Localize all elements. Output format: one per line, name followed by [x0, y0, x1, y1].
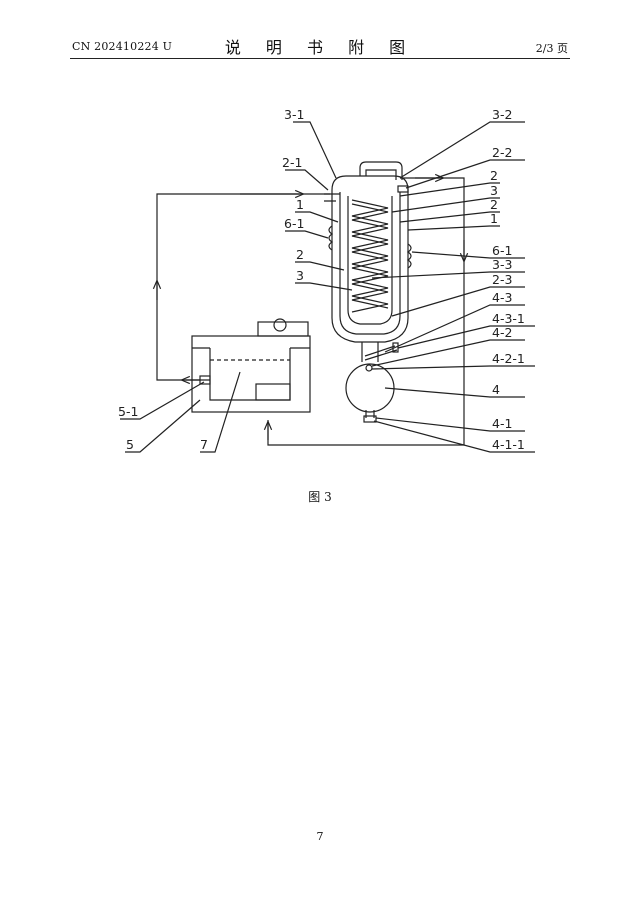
leader-1-left: [295, 211, 339, 223]
label-5: 5: [126, 437, 134, 452]
leader-2-r1: [399, 182, 500, 197]
label-5-1: 5-1: [118, 404, 138, 419]
leader-5: [125, 399, 201, 453]
label-4-1-1: 4-1-1: [492, 437, 525, 452]
bellows-left: [328, 225, 334, 251]
tank-inner: [209, 348, 291, 401]
leader-4-3-1: [397, 325, 535, 349]
column-outer-shell: [331, 175, 409, 343]
label-2-3: 2-3: [492, 272, 512, 287]
leader-6-1-right: [411, 251, 525, 259]
leader-4-3: [384, 304, 525, 353]
label-7: 7: [200, 437, 208, 452]
tank-outer: [191, 335, 311, 413]
bellows-right: [406, 243, 412, 269]
leader-2-left: [295, 261, 345, 271]
inner-tube: [347, 196, 393, 325]
leader-3-1: [293, 121, 337, 179]
leader-2-r2: [399, 211, 500, 223]
label-2-left: 2: [296, 247, 304, 262]
label-2-r2: 2: [490, 197, 498, 212]
label-1-left: 1: [296, 197, 304, 212]
label-3-3: 3-3: [492, 257, 512, 272]
page-counter: 2/3 页: [535, 42, 568, 55]
label-3-2: 3-2: [492, 107, 512, 122]
page-title: 说 明 书 附 图: [224, 38, 416, 57]
tank-top-knob: [273, 318, 287, 332]
header-rule: [70, 58, 570, 59]
label-2-r1: 2: [490, 168, 498, 183]
leader-3-r: [391, 197, 500, 213]
flask: [345, 363, 395, 413]
leader-3-left: [295, 282, 353, 291]
leader-4: [384, 387, 525, 398]
leader-2-2: [405, 159, 525, 189]
label-3-left: 3: [296, 268, 304, 283]
leader-2-3: [391, 286, 525, 317]
flask-outlet: [365, 410, 375, 418]
document-number: CN 202410224 U: [72, 40, 173, 53]
label-6-1-left: 6-1: [284, 216, 304, 231]
leader-4-1: [375, 417, 525, 432]
column-inner-shell: [339, 192, 401, 335]
port-4-2: [365, 364, 373, 372]
coil-2: [351, 203, 389, 309]
page-number: 7: [316, 830, 324, 843]
leader-4-2-1: [371, 365, 535, 370]
label-4-2: 4-2: [492, 325, 512, 340]
leader-2-1: [285, 169, 329, 191]
label-4-3: 4-3: [492, 290, 512, 305]
leader-3-3: [371, 271, 525, 279]
coil: [351, 199, 389, 313]
leader-5-1: [120, 381, 205, 420]
leader-7: [200, 371, 241, 453]
stub-2-1: [324, 193, 340, 202]
label-4-1: 4-1: [492, 416, 512, 431]
tank-top-box: [257, 321, 309, 337]
label-4-3-1: 4-3-1: [492, 311, 525, 326]
label-2-2: 2-2: [492, 145, 512, 160]
stub-2-2: [397, 185, 409, 193]
valve-4-1: [363, 415, 377, 423]
inlet-5-1: [199, 375, 211, 385]
label-1-r: 1: [490, 211, 498, 226]
label-6-1-right: 6-1: [492, 243, 512, 258]
leader-1-r: [407, 225, 500, 231]
sidearm-4-3: [364, 345, 398, 361]
label-3-r: 3: [490, 183, 498, 198]
label-4-2-1: 4-2-1: [492, 351, 525, 366]
figure-caption: 图 3: [308, 490, 332, 504]
label-3-1: 3-1: [284, 107, 304, 122]
label-2-1: 2-1: [282, 155, 302, 170]
top-pipe: [359, 161, 403, 180]
overflow-box: [255, 383, 291, 401]
label-4: 4: [492, 382, 500, 397]
leader-6-1-left: [285, 230, 329, 239]
leader-3-2: [399, 121, 525, 179]
leader-4-1-1: [373, 420, 535, 453]
leader-4-2: [371, 339, 525, 367]
top-pipe-inner: [365, 169, 397, 180]
